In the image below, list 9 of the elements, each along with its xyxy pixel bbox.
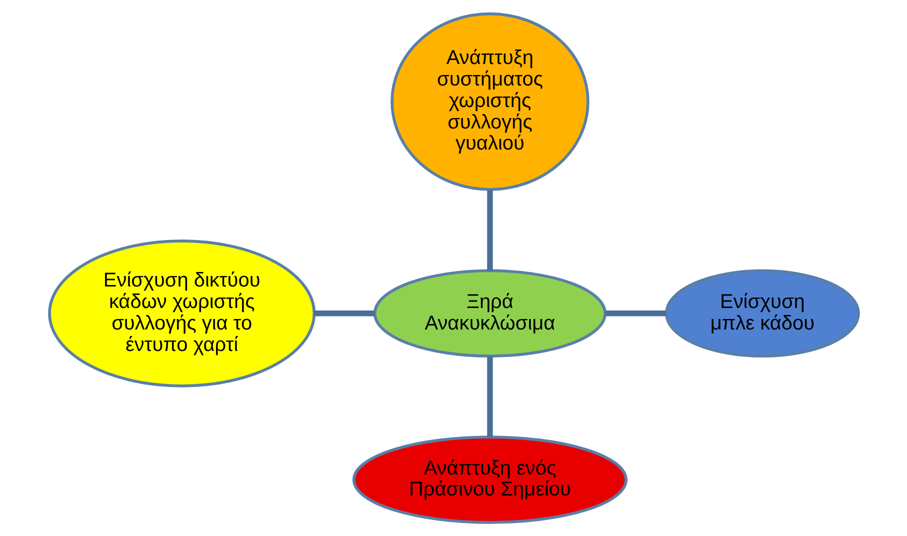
connector — [604, 310, 666, 316]
connector — [314, 310, 374, 316]
node-ellipse: Ανάπτυξη ενός Πράσινου Σημείου — [352, 436, 628, 524]
node-ellipse: Ανάπτυξη συστήματος χωριστής συλλογής γυαλιού — [390, 12, 589, 191]
connector — [486, 190, 492, 271]
node-ellipse: Ξηρά Ανακυκλώσιμα — [372, 269, 606, 358]
connector — [486, 356, 492, 438]
node-ellipse: Ενίσχυση δικτύου κάδων χωριστής συλλογής για το έντυπο χαρτί — [48, 239, 316, 388]
node-ellipse: Ενίσχυση μπλε κάδου — [664, 269, 860, 358]
